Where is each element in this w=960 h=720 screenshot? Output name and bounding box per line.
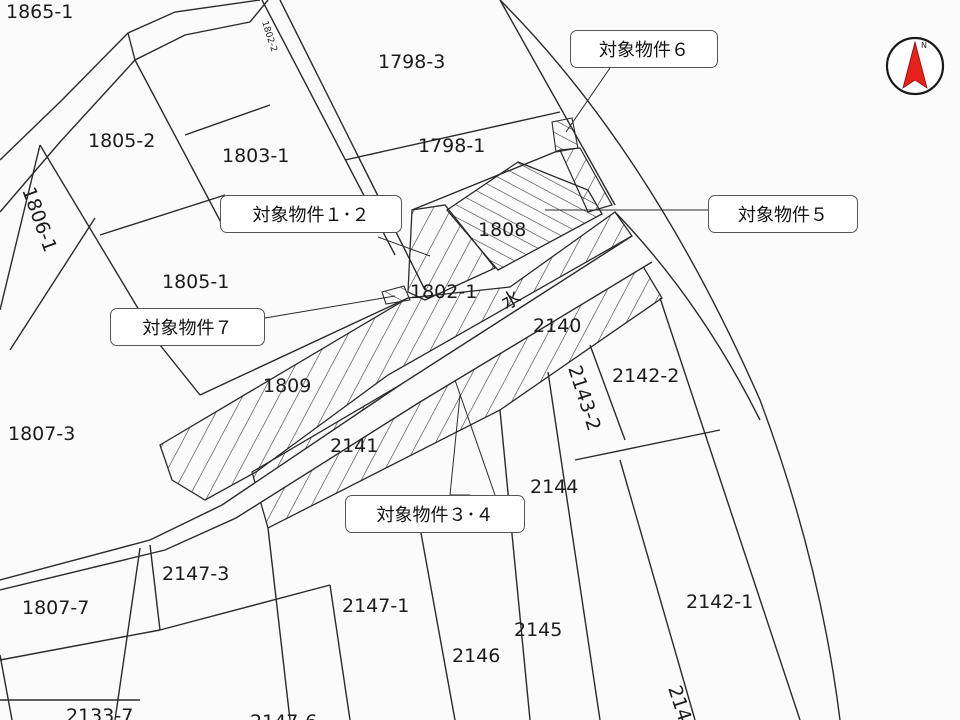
callout-leaders: [264, 67, 708, 496]
parcel-label: 2142-1: [686, 591, 753, 613]
parcel-label: 1803-1: [222, 145, 289, 167]
parcel-label: 2145: [514, 619, 562, 641]
parcel-1802-1-hatch: [407, 204, 497, 301]
parcel-1809-hatch: [159, 211, 633, 501]
parcel-label: 2147-3: [162, 563, 229, 585]
parcel-label: 2142-2: [612, 365, 679, 387]
north-compass-icon: N: [885, 36, 945, 96]
parcel-label: 2133-7: [66, 705, 133, 720]
parcel-boundaries: [0, 0, 841, 720]
parcel-label: 1798-1: [418, 135, 485, 157]
parcel-label: 1809: [263, 375, 311, 397]
parcel-label: 2147-1: [342, 595, 409, 617]
parcel-label: 2147-6: [250, 711, 317, 720]
parcel-label: 2140: [533, 315, 581, 337]
parcel-label: 1808: [478, 219, 526, 241]
parcel-label: 1807-7: [22, 597, 89, 619]
parcel-label: 1798-3: [378, 51, 445, 73]
parcel-label: 1806-1: [17, 184, 61, 255]
waterway-band: [0, 236, 652, 590]
tiny-parcel-hatch: [381, 285, 411, 305]
parcel-label: 1802-1: [410, 281, 477, 303]
parcel-label: 2143-2: [563, 363, 605, 434]
parcel-label: 1805-2: [88, 130, 155, 152]
callout-property-7: 対象物件７: [110, 308, 265, 346]
callout-property-3-4: 対象物件３･４: [345, 495, 525, 533]
parcel-labels: 1865-1 1798-3 1805-2 1803-1 1798-1 1806-…: [6, 1, 753, 720]
north-label: N: [921, 41, 927, 50]
callout-property-1-2: 対象物件１･２: [220, 195, 402, 233]
parcel-label: 1805-1: [162, 271, 229, 293]
parcel-label: 2141: [330, 435, 378, 457]
callout-property-5: 対象物件５: [708, 195, 858, 233]
parcel-label: 214: [663, 683, 695, 720]
parcel-label: 1807-3: [8, 423, 75, 445]
parcel-label: 2144: [530, 476, 578, 498]
callout-property-6: 対象物件６: [570, 30, 718, 68]
parcel-label: 1865-1: [6, 1, 73, 23]
parcel-label: 2146: [452, 645, 500, 667]
small-parcel-hatch: [551, 117, 579, 153]
